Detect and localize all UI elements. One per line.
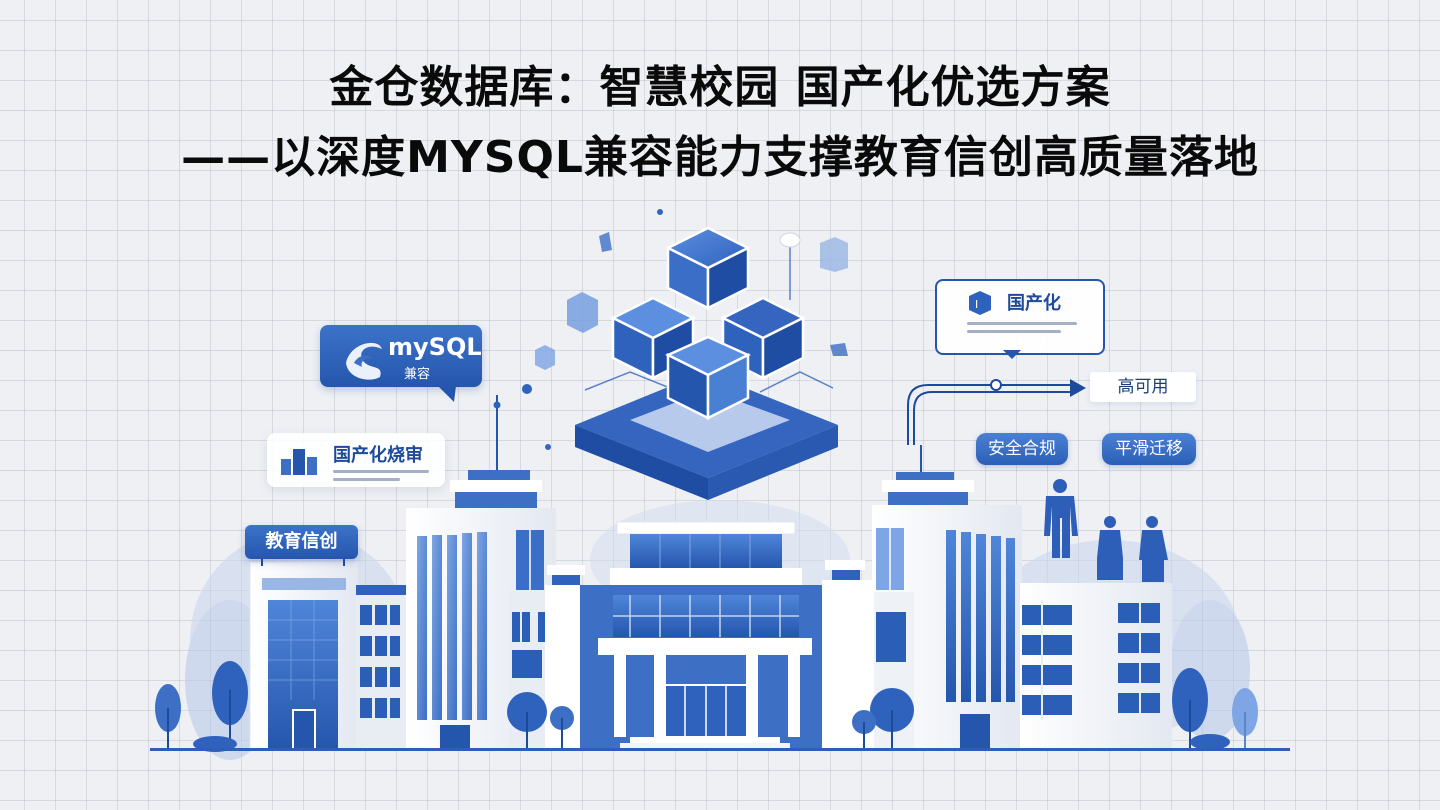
svg-text:I: I — [975, 298, 978, 311]
headline-line-2: ——以深度MYSQL兼容能力支撑教育信创高质量落地 — [181, 132, 1259, 183]
mysql-compatible-badge: mySQL 兼容 — [320, 325, 482, 387]
headline-line-1: 金仓数据库：智慧校园 国产化优选方案 — [329, 62, 1111, 113]
arrow-right-icon — [907, 384, 1075, 445]
mysql-compatible-label: 兼容 — [404, 367, 431, 382]
left-tower — [406, 395, 556, 750]
placeholder-text-lines — [967, 317, 1077, 338]
people-silhouettes — [1044, 479, 1168, 582]
tree-icon — [155, 684, 181, 748]
person-icon — [1097, 516, 1123, 580]
person-icon — [1044, 479, 1078, 558]
high-availability-label: 高可用 — [1090, 372, 1196, 402]
domestic-card-title: 国产化 — [1007, 293, 1061, 314]
tree-icon — [1172, 668, 1208, 748]
card-pointer — [1003, 350, 1021, 359]
smooth-migration-pill: 平滑迁移 — [1102, 433, 1196, 465]
domestic-solution-title: 国产化烧审 — [333, 445, 423, 466]
education-innovation-sign: 教育信创 — [245, 525, 358, 559]
domestic-card: I 国产化 — [935, 279, 1105, 355]
badge-pointer — [438, 386, 456, 402]
domestic-solution-card: 国产化烧审 — [267, 433, 445, 487]
placeholder-text-lines — [333, 465, 429, 486]
tree-icon — [1232, 688, 1258, 748]
left-building — [249, 557, 406, 751]
mysql-logo-text: mySQL — [388, 333, 482, 361]
cube-icon: I — [969, 291, 991, 315]
mysql-dolphin-icon — [346, 342, 382, 380]
dot-icon — [522, 384, 532, 394]
person-icon — [1139, 516, 1168, 582]
tree-icon — [507, 692, 547, 748]
security-compliance-pill: 安全合规 — [976, 433, 1068, 465]
tree-icon — [870, 688, 914, 748]
cube-icon — [535, 232, 848, 370]
building-chart-icon — [281, 449, 317, 475]
main-building — [510, 521, 872, 750]
ground-line — [150, 748, 1290, 751]
trees — [155, 661, 1258, 752]
tree-icon — [550, 706, 574, 748]
right-building — [1020, 583, 1172, 750]
tree-icon — [852, 710, 876, 748]
database-cubes-icon — [522, 209, 848, 500]
